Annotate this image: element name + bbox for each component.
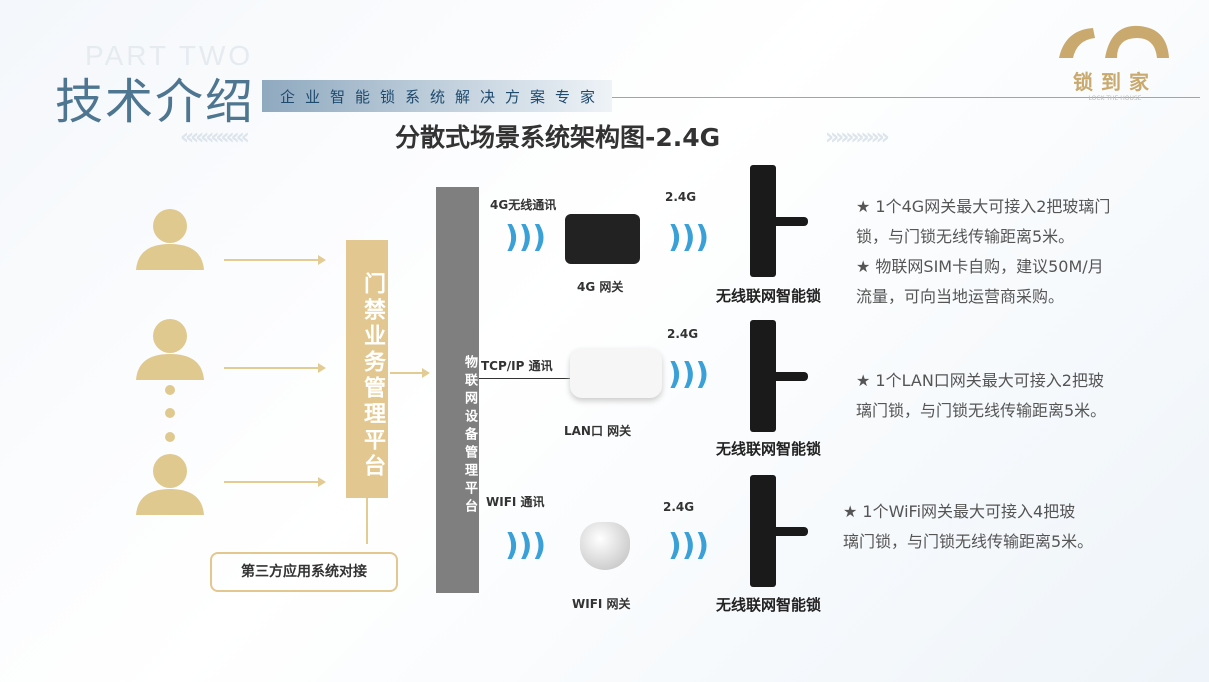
cable-line (479, 378, 571, 379)
desc-line: 锁，与门锁无线传输距离5米。 (856, 227, 1075, 246)
arrow (224, 363, 326, 373)
part-label: PART TWO (85, 40, 254, 71)
row-description: ★ 1个LAN口网关最大可接入2把玻璃门锁，与门锁无线传输距离5米。 (856, 366, 1106, 426)
chevron-left-icon: ‹‹‹‹‹‹‹‹‹‹‹‹‹ (180, 125, 250, 150)
freq-label: 2.4G (663, 500, 695, 514)
lock-label: 无线联网智能锁 (716, 440, 822, 458)
slogan-banner: 企业智能锁系统解决方案专家 (262, 80, 612, 112)
row-description: ★ 1个4G网关最大可接入2把玻璃门锁，与门锁无线传输距离5米。 ★ 物联网SIM… (856, 192, 1110, 312)
ellipsis-dot (165, 408, 175, 418)
wifi-signal-icon: ))) (668, 528, 710, 563)
wifi-signal-icon: ))) (505, 528, 547, 563)
desc-line: ★ 1个LAN口网关最大可接入2把玻 (856, 371, 1104, 390)
third-party-integration: 第三方应用系统对接 (210, 552, 398, 592)
smart-lock-image (750, 165, 808, 277)
wifi-signal-icon: ))) (668, 220, 710, 255)
desc-line: 璃门锁，与门锁无线传输距离5米。 (856, 401, 1107, 420)
row-description: ★ 1个WiFi网关最大可接入4把玻璃门锁，与门锁无线传输距离5米。 (843, 497, 1093, 557)
arrow (224, 255, 326, 265)
wifi-gateway-image (580, 522, 630, 570)
lock-label: 无线联网智能锁 (716, 287, 822, 305)
page-title: 技术介绍 (55, 74, 256, 130)
user-icon (136, 319, 204, 380)
gateway-label: LAN口 网关 (564, 424, 632, 438)
divider (612, 97, 1200, 98)
user-icon (136, 209, 204, 270)
wifi-signal-icon: ))) (668, 357, 710, 392)
diagram-title: 分散式场景系统架构图-2.4G (395, 123, 721, 152)
lock-label: 无线联网智能锁 (716, 596, 822, 614)
comm-label: WIFI 通讯 (486, 495, 545, 509)
4g-gateway-image (565, 214, 640, 264)
logo-subtext: LOCK THE HOUSE (1088, 95, 1142, 102)
comm-label: TCP/IP 通讯 (481, 359, 553, 373)
arrow-down (366, 498, 368, 544)
logo-arc-icon (1059, 25, 1169, 58)
arrow (224, 477, 326, 487)
logo: 锁到家 LOCK THE HOUSE (1055, 22, 1175, 102)
desc-line: ★ 1个4G网关最大可接入2把玻璃门 (856, 197, 1111, 216)
wifi-signal-icon: ))) (505, 220, 547, 255)
user-icon (136, 454, 204, 515)
gateway-label: 4G 网关 (577, 280, 624, 294)
business-platform: 门禁业务管理平台 (346, 240, 388, 498)
smart-lock-image (750, 475, 808, 587)
smart-lock-image (750, 320, 808, 432)
ellipsis-dot (165, 432, 175, 442)
desc-line: 流量，可向当地运营商采购。 (856, 287, 1065, 306)
desc-line: ★ 物联网SIM卡自购，建议50M/月 (856, 257, 1104, 276)
desc-line: ★ 1个WiFi网关最大可接入4把玻 (843, 502, 1076, 521)
freq-label: 2.4G (667, 327, 699, 341)
logo-text: 锁到家 (1073, 70, 1157, 94)
lan-gateway-image (570, 348, 662, 398)
gateway-label: WIFI 网关 (572, 597, 631, 611)
arrow (390, 368, 430, 378)
comm-label: 4G无线通讯 (490, 198, 557, 212)
chevron-right-icon: ›››››››››››› (825, 125, 890, 150)
iot-platform: 物联网设备管理平台 (436, 187, 479, 593)
desc-line: 璃门锁，与门锁无线传输距离5米。 (843, 532, 1094, 551)
freq-label: 2.4G (665, 190, 697, 204)
ellipsis-dot (165, 385, 175, 395)
